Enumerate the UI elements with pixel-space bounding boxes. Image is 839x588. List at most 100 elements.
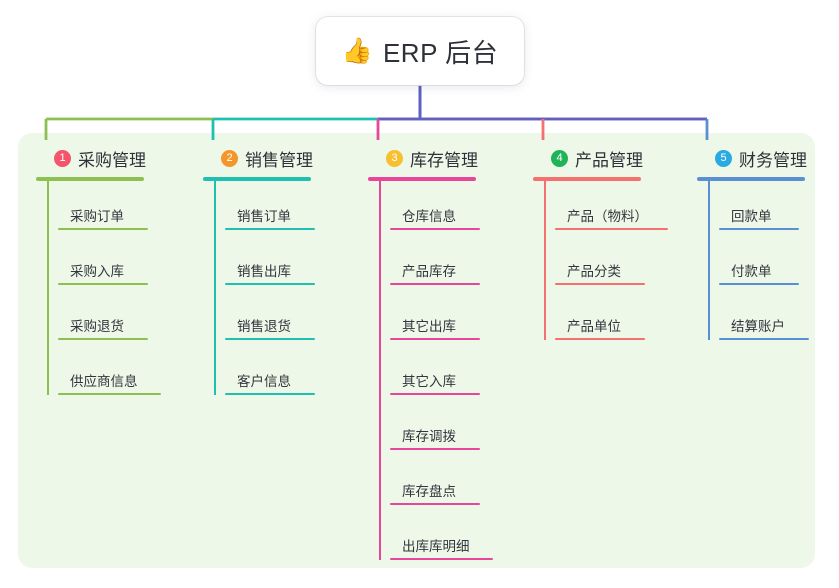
branch-item-label: 产品库存 [402,264,456,279]
branch-header-5[interactable]: 5 财务管理 [697,146,807,170]
branch-item-underline [390,503,480,505]
branch-number-badge: 1 [54,149,71,167]
branch-item-label: 付款单 [731,264,772,279]
branch-spine [544,181,546,340]
branch-item-label: 仓库信息 [402,209,456,224]
branch-item-list: 回款单付款单结算账户 [697,181,809,346]
branch-item-underline [555,228,668,230]
branch-header-underline [203,177,311,181]
branch-item-label: 结算账户 [731,319,785,334]
branch-column-5: 5 财务管理回款单付款单结算账户 [697,146,809,346]
branch-header-3[interactable]: 3 库存管理 [368,146,478,170]
branch-item[interactable]: 销售出库 [225,236,315,291]
branch-item-label: 采购订单 [70,209,124,224]
branch-item-list: 产品（物料） 产品分类产品单位 [533,181,668,346]
branch-item-label: 产品分类 [567,264,621,279]
branch-item[interactable]: 出库库明细 [390,511,493,566]
branch-item[interactable]: 供应商信息 [58,346,161,401]
branch-item-underline [390,338,480,340]
branch-number-badge: 3 [386,149,403,167]
root-node-erp-backend[interactable]: 👍 ERP 后台 [316,17,524,85]
branch-item-underline [390,283,480,285]
branch-item[interactable]: 付款单 [719,236,807,291]
branch-item-label: 供应商信息 [70,374,138,389]
branch-item-underline [719,283,799,285]
branch-item[interactable]: 销售退货 [225,291,315,346]
branch-item-label: 其它出库 [402,319,456,334]
branch-item-underline [225,338,315,340]
branch-column-4: 4 产品管理产品（物料） 产品分类产品单位 [533,146,668,346]
branch-header-underline [533,177,641,181]
branch-item[interactable]: 其它入库 [390,346,480,401]
branch-item-underline [719,338,809,340]
root-node-title: ERP 后台 [382,37,499,68]
branch-item[interactable]: 产品（物料） [555,181,668,236]
branch-spine [214,181,216,395]
branch-title: 采购管理 [78,150,146,170]
branch-title: 财务管理 [739,150,807,170]
branch-item-label: 采购入库 [70,264,124,279]
branch-number-badge: 2 [221,149,238,167]
branch-item[interactable]: 客户信息 [225,346,315,401]
branch-item-underline [390,448,480,450]
branch-title: 库存管理 [410,150,478,170]
branch-item-underline [390,228,480,230]
branch-title: 销售管理 [245,150,313,170]
branch-item-label: 出库库明细 [402,539,470,554]
branch-header-2[interactable]: 2 销售管理 [203,146,313,170]
branch-item-underline [58,338,148,340]
branch-item[interactable]: 库存调拨 [390,401,480,456]
branch-item-underline [58,228,148,230]
branch-item-underline [555,283,645,285]
branch-item-underline [225,228,315,230]
branch-item-label: 销售退货 [237,319,291,334]
branch-item[interactable]: 产品库存 [390,236,480,291]
branch-item-label: 产品单位 [567,319,621,334]
branch-item-label: 其它入库 [402,374,456,389]
branch-number-badge: 4 [551,149,568,167]
branch-item[interactable]: 采购订单 [58,181,148,236]
branch-item[interactable]: 回款单 [719,181,807,236]
branch-item-label: 销售订单 [237,209,291,224]
branch-header-underline [697,177,805,181]
thumbs-up-icon: 👍 [341,36,373,65]
branch-spine [379,181,381,560]
branch-item-label: 库存调拨 [402,429,456,444]
branch-item[interactable]: 采购退货 [58,291,148,346]
diagram-panel-background [18,133,815,568]
branch-spine [47,181,49,395]
branch-item-label: 采购退货 [70,319,124,334]
branch-header-4[interactable]: 4 产品管理 [533,146,643,170]
branch-item[interactable]: 产品单位 [555,291,645,346]
branch-item[interactable]: 结算账户 [719,291,809,346]
branch-item-label: 产品（物料） [567,209,648,224]
branch-item[interactable]: 采购入库 [58,236,148,291]
branch-item[interactable]: 仓库信息 [390,181,480,236]
branch-spine [708,181,710,340]
branch-item-underline [390,558,493,560]
branch-item-underline [555,338,645,340]
branch-header-underline [36,177,144,181]
branch-item-list: 采购订单采购入库采购退货供应商信息 [36,181,161,401]
branch-item-label: 客户信息 [237,374,291,389]
branch-item-label: 回款单 [731,209,772,224]
branch-item-list: 销售订单销售出库销售退货客户信息 [203,181,315,401]
branch-item-underline [225,283,315,285]
branch-number-badge: 5 [715,149,732,167]
branch-header-1[interactable]: 1 采购管理 [36,146,146,170]
branch-item-label: 库存盘点 [402,484,456,499]
branch-item-underline [390,393,480,395]
branch-item-underline [225,393,315,395]
branch-item[interactable]: 库存盘点 [390,456,480,511]
branch-item-label: 销售出库 [237,264,291,279]
branch-header-underline [368,177,476,181]
branch-item[interactable]: 产品分类 [555,236,645,291]
branch-column-1: 1 采购管理采购订单采购入库采购退货供应商信息 [36,146,161,401]
branch-item-list: 仓库信息产品库存其它出库其它入库库存调拨库存盘点出库库明细 [368,181,493,566]
branch-item[interactable]: 销售订单 [225,181,315,236]
branch-item-underline [58,393,161,395]
branch-title: 产品管理 [575,150,643,170]
branch-item[interactable]: 其它出库 [390,291,480,346]
branch-item-underline [719,228,799,230]
